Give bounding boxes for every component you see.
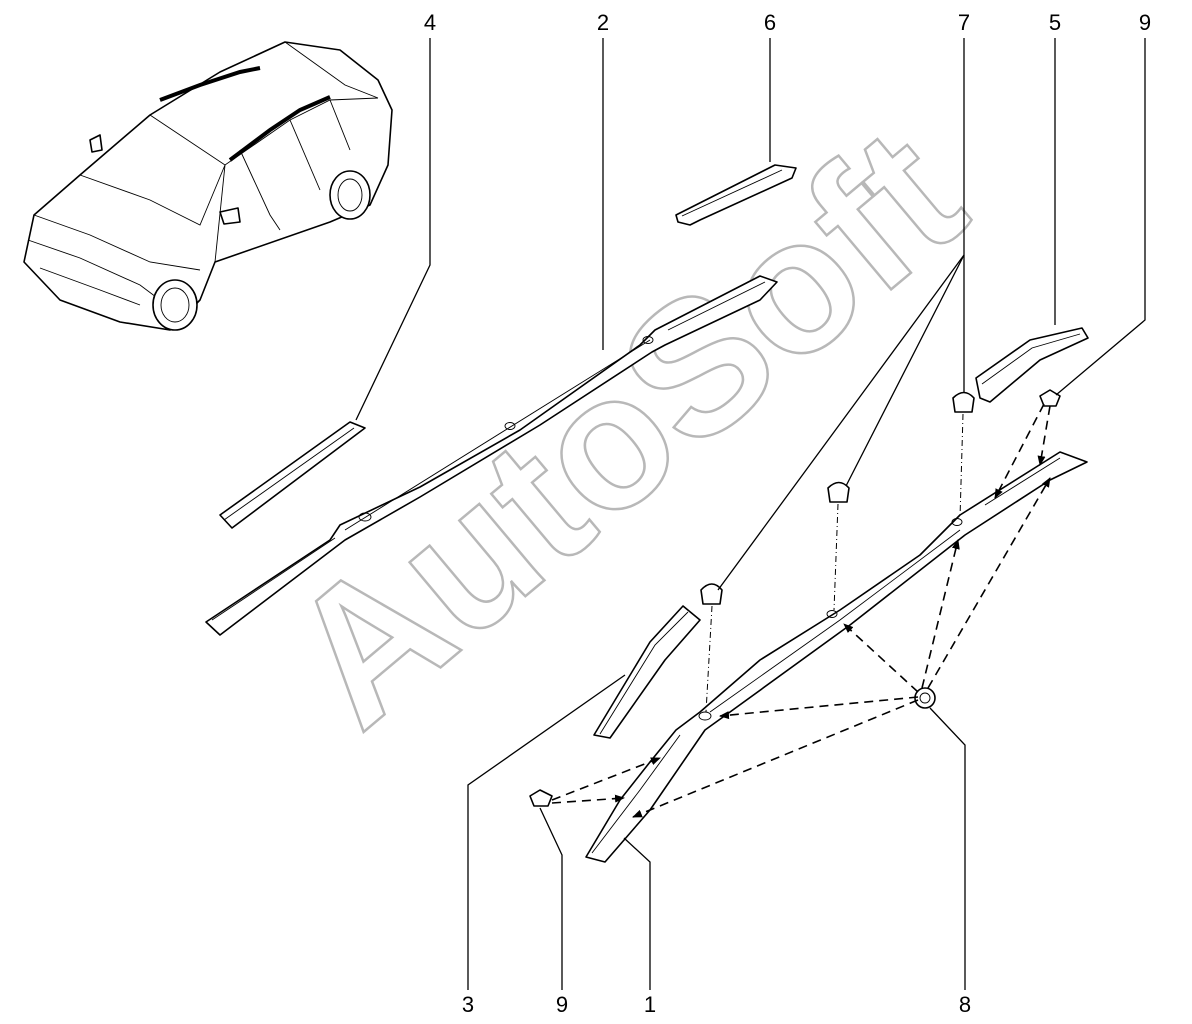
part-7-caps [700, 391, 975, 605]
part-1-roof-rail [585, 451, 1088, 863]
part-4-trim [219, 421, 366, 529]
callout-5: 5 [1049, 10, 1061, 35]
callout-6: 6 [764, 10, 776, 35]
part-6-trim [675, 164, 797, 226]
callout-1: 1 [644, 992, 656, 1017]
part-2-roof-rail [205, 275, 778, 636]
part-9-clips [529, 389, 1061, 807]
callout-3: 3 [462, 992, 474, 1017]
part-3-trim [593, 605, 701, 739]
callout-9-bottom: 9 [556, 992, 568, 1017]
assembly-arrows [551, 403, 1051, 818]
vehicle-illustration [23, 41, 393, 331]
alignment-lines [705, 413, 964, 713]
callout-7: 7 [958, 10, 970, 35]
part-5-trim [975, 327, 1089, 403]
callout-labels: 4 2 6 7 5 9 3 9 1 8 [424, 10, 1151, 1017]
callout-9-top: 9 [1139, 10, 1151, 35]
callout-4: 4 [424, 10, 436, 35]
callout-8: 8 [959, 992, 971, 1017]
callout-2: 2 [597, 10, 609, 35]
leader-lines [355, 38, 1146, 990]
